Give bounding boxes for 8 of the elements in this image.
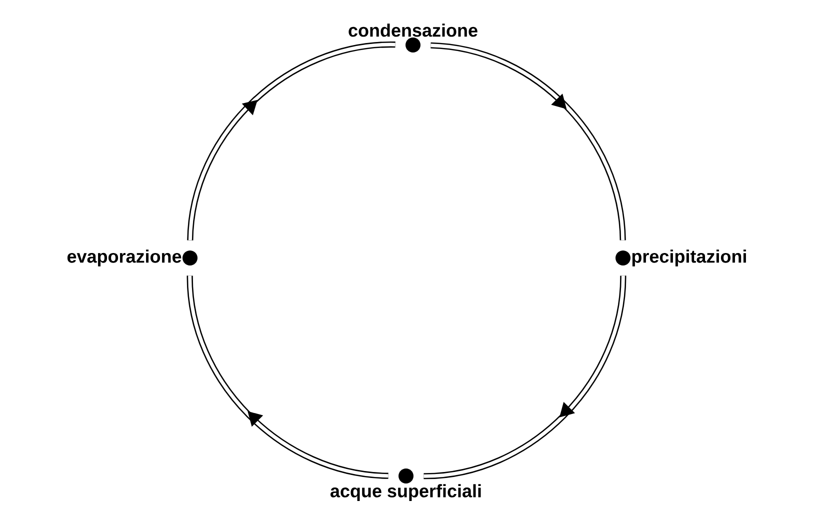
cycle-arrow [424, 275, 626, 480]
cycle-arrow [187, 42, 396, 241]
station-label: acque superficiali [330, 484, 481, 501]
cycle-arrow [186, 275, 389, 479]
station-label: condensazione [348, 24, 478, 37]
station-label: evaporazione [67, 250, 182, 266]
station-label: precipitazioni [632, 250, 746, 266]
cycle-arrow [430, 42, 626, 241]
